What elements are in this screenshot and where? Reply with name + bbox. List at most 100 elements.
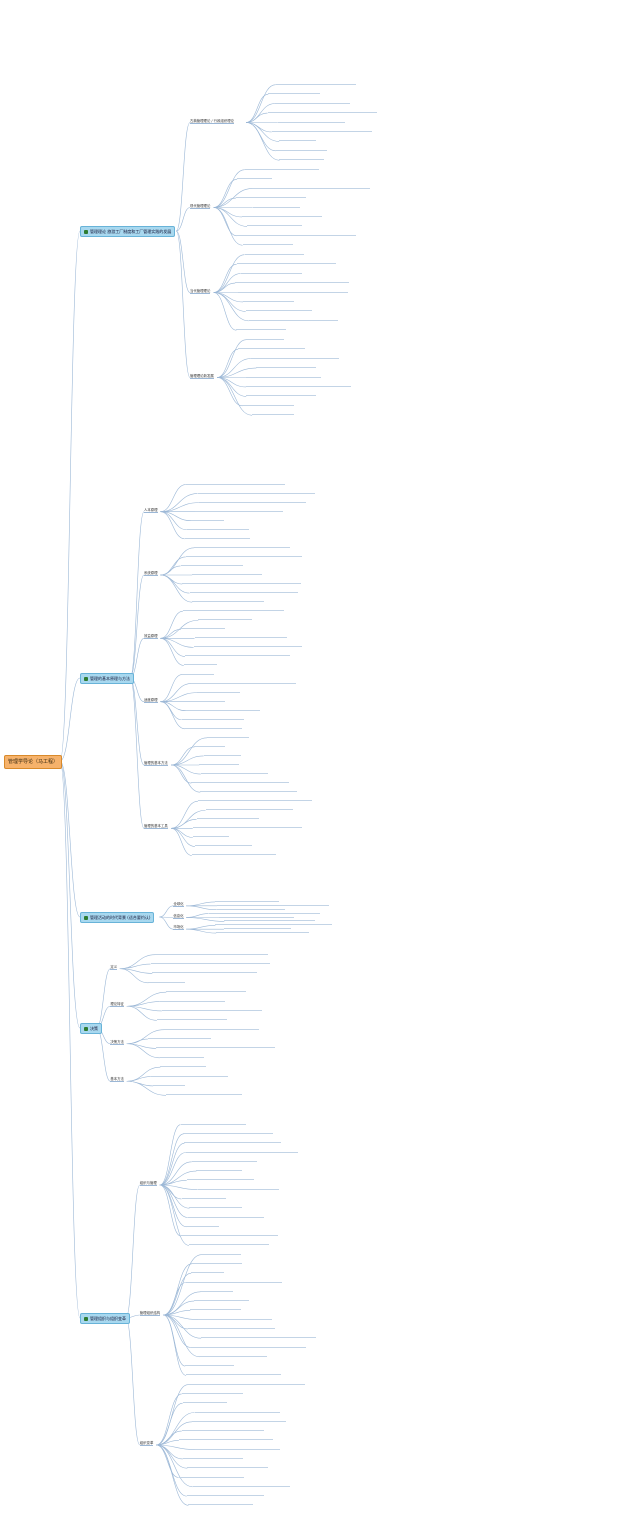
leaf-node (188, 1502, 253, 1506)
leaf-node (275, 148, 328, 151)
section-node[interactable]: 系统原理 (144, 571, 158, 576)
leaf-node (191, 1159, 258, 1162)
leaf-node (190, 1307, 242, 1311)
leaf-node (201, 1252, 241, 1255)
section-node[interactable]: 管理的基本方法 (144, 761, 168, 766)
leaf-node (271, 129, 372, 132)
leaf-node (181, 717, 244, 720)
chapter-node[interactable]: 管理活动的时代背景 (适合要约认) (80, 912, 155, 923)
leaf-node (240, 271, 303, 274)
leaf-node (198, 1317, 273, 1320)
section-node[interactable]: 现代管理理论 (190, 203, 211, 209)
leaf-node (194, 635, 288, 639)
leaf-node (153, 1083, 186, 1086)
leaf-node (195, 1447, 281, 1450)
leaf-node (182, 608, 285, 612)
leaf-node (197, 690, 241, 693)
section-node[interactable]: 效益原理 (144, 634, 158, 640)
leaf-node (242, 242, 294, 246)
leaf-node (199, 762, 240, 765)
section-node[interactable]: 管理的基本工具 (144, 824, 168, 830)
leaf-node (199, 1354, 267, 1357)
section-node[interactable]: 全球化 (173, 901, 184, 907)
leaf-node (238, 346, 306, 350)
leaf-node (189, 590, 299, 594)
section-node[interactable]: 适度原理 (144, 697, 158, 703)
leaf-node (275, 82, 357, 85)
leaf-node (197, 491, 315, 494)
leaf-node (187, 1326, 275, 1329)
leaf-node (184, 1140, 282, 1144)
leaf-node (198, 500, 307, 503)
leaf-node (243, 299, 295, 302)
section-node[interactable]: 古典管理理论 / 行政组织理论 (190, 118, 234, 124)
section-node[interactable]: 管理组织结构 (139, 1311, 161, 1316)
leaf-node (246, 393, 316, 397)
chapter-node[interactable]: 管理组织与组织变革 (80, 1313, 130, 1324)
section-node[interactable]: 基本方法 (110, 1077, 124, 1083)
leaf-node (237, 176, 272, 180)
chapter-node[interactable]: 决策 (80, 1023, 102, 1034)
leaf-node (159, 999, 226, 1002)
leaf-node (190, 699, 225, 702)
leaf-node (216, 907, 285, 910)
section-node[interactable]: 组织变革 (139, 1441, 154, 1446)
chapter-node[interactable]: 管理理论 旅游工厂制度和工厂管理实践的发展 (80, 226, 176, 237)
section-node[interactable]: 管理理论新发展 (190, 373, 214, 379)
section-node[interactable]: 定义 (110, 964, 118, 970)
leaf-node (181, 1233, 278, 1237)
leaf-node (247, 223, 303, 227)
section-node[interactable]: 当代管理理论 (190, 288, 211, 294)
leaf-node (252, 205, 300, 208)
leaf-node (185, 1363, 235, 1367)
leaf-node (197, 798, 312, 802)
section-node[interactable]: 组织与管理 (139, 1181, 157, 1186)
leaf-node (187, 1215, 264, 1218)
section-node[interactable]: 市场化 (173, 925, 184, 931)
leaf-node (186, 1224, 219, 1227)
leaf-node (203, 753, 242, 756)
leaf-node (148, 980, 186, 983)
leaf-node (197, 1187, 279, 1190)
leaf-node (183, 662, 218, 666)
leaf-node (279, 138, 317, 142)
leaf-node (274, 101, 351, 104)
chapter-node[interactable]: 管理的基本原理与方法 (80, 673, 134, 684)
leaf-node (192, 825, 303, 829)
leaf-node (185, 1150, 298, 1153)
leaf-node (187, 1465, 269, 1469)
leaf-node (268, 91, 321, 95)
leaf-node (267, 110, 377, 114)
leaf-node (180, 1122, 246, 1125)
leaf-node (194, 1410, 281, 1413)
leaf-node (241, 214, 322, 217)
leaf-node (216, 930, 310, 934)
leaf-node (183, 1131, 273, 1134)
leaf-node (191, 518, 224, 521)
leaf-node (200, 789, 297, 793)
leaf-node (181, 1428, 265, 1432)
leaf-node (194, 744, 225, 747)
leaf-node (156, 1045, 276, 1049)
leaf-node (182, 672, 214, 675)
leaf-node (224, 918, 316, 922)
leaf-node (182, 1400, 227, 1404)
leaf-node (184, 653, 290, 657)
leaf-node (188, 1242, 269, 1246)
leaf-node (200, 1289, 233, 1292)
leaf-node (165, 1092, 243, 1096)
section-node[interactable]: 决策方法 (110, 1039, 124, 1045)
leaf-node (191, 681, 296, 684)
section-node[interactable]: 信息化 (173, 913, 184, 919)
leaf-node (192, 599, 265, 603)
section-node[interactable]: 人本原理 (144, 507, 158, 513)
chapter-icon (84, 229, 88, 234)
root-node[interactable]: 管理学导论（马工程） (4, 755, 62, 769)
leaf-node (208, 911, 320, 914)
leaf-node (235, 280, 349, 284)
leaf-node (192, 1419, 286, 1422)
chapter-title: 管理活动的时代背景 (适合要约认) (90, 915, 151, 920)
leaf-node (191, 1261, 242, 1264)
section-node[interactable]: 理论特征 (110, 1002, 124, 1008)
leaf-node (245, 375, 321, 378)
